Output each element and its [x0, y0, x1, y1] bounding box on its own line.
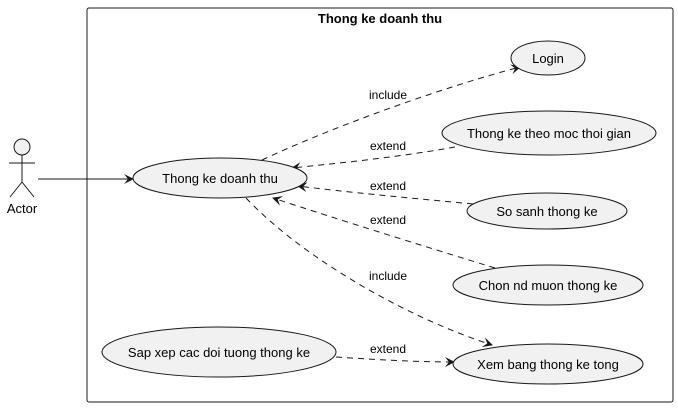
edge-label-sort-view: extend [370, 342, 406, 356]
edge-main-view [245, 197, 493, 347]
usecase-by-time-shape [441, 110, 657, 156]
usecase-compare-label: So sanh thong ke [496, 204, 597, 219]
usecase-main: Thong ke doanh thu [132, 157, 308, 199]
usecase-by-time: Thong ke theo moc thoi gian [441, 110, 657, 156]
actor [9, 138, 35, 198]
usecase-main-shape [132, 157, 308, 199]
usecase-choose: Chon nd muon thong ke [452, 264, 644, 306]
edge-label-compare-main: extend [370, 179, 406, 193]
usecase-compare: So sanh thong ke [466, 192, 628, 230]
usecase-compare-shape [466, 192, 628, 230]
usecase-by-time-label: Thong ke theo moc thoi gian [467, 126, 631, 141]
usecase-login-shape [510, 40, 586, 76]
usecase-view-table-label: Xem bang thong ke tong [477, 357, 619, 372]
usecase-login: Login [510, 40, 586, 76]
usecase-sort: Sap xep cac doi tuong thong ke [101, 326, 337, 378]
edge-label-main-login: include [369, 88, 407, 102]
actor-head [13, 138, 31, 156]
edge-main-login [261, 64, 521, 161]
edge-label-choose-main: extend [370, 213, 406, 227]
edge-label-bytime-main: extend [370, 139, 406, 153]
usecase-choose-shape [452, 264, 644, 306]
usecase-choose-label: Chon nd muon thong ke [479, 278, 618, 293]
usecase-main-label: Thong ke doanh thu [162, 171, 278, 186]
usecase-sort-shape [101, 326, 337, 378]
actor-label: Actor [7, 201, 38, 216]
edge-label-main-view: include [369, 269, 407, 283]
usecase-view-table-shape [452, 343, 644, 385]
system-title: Thong ke doanh thu [318, 11, 442, 26]
edge-bytime-main [291, 146, 456, 173]
usecase-sort-label: Sap xep cac doi tuong thong ke [128, 345, 310, 360]
edge-sort-view [335, 356, 455, 367]
edge-compare-main [297, 182, 474, 205]
usecase-view-table: Xem bang thong ke tong [452, 343, 644, 385]
usecase-login-label: Login [532, 51, 564, 66]
actor-left-leg [9, 181, 23, 198]
actor-right-leg [21, 181, 35, 198]
